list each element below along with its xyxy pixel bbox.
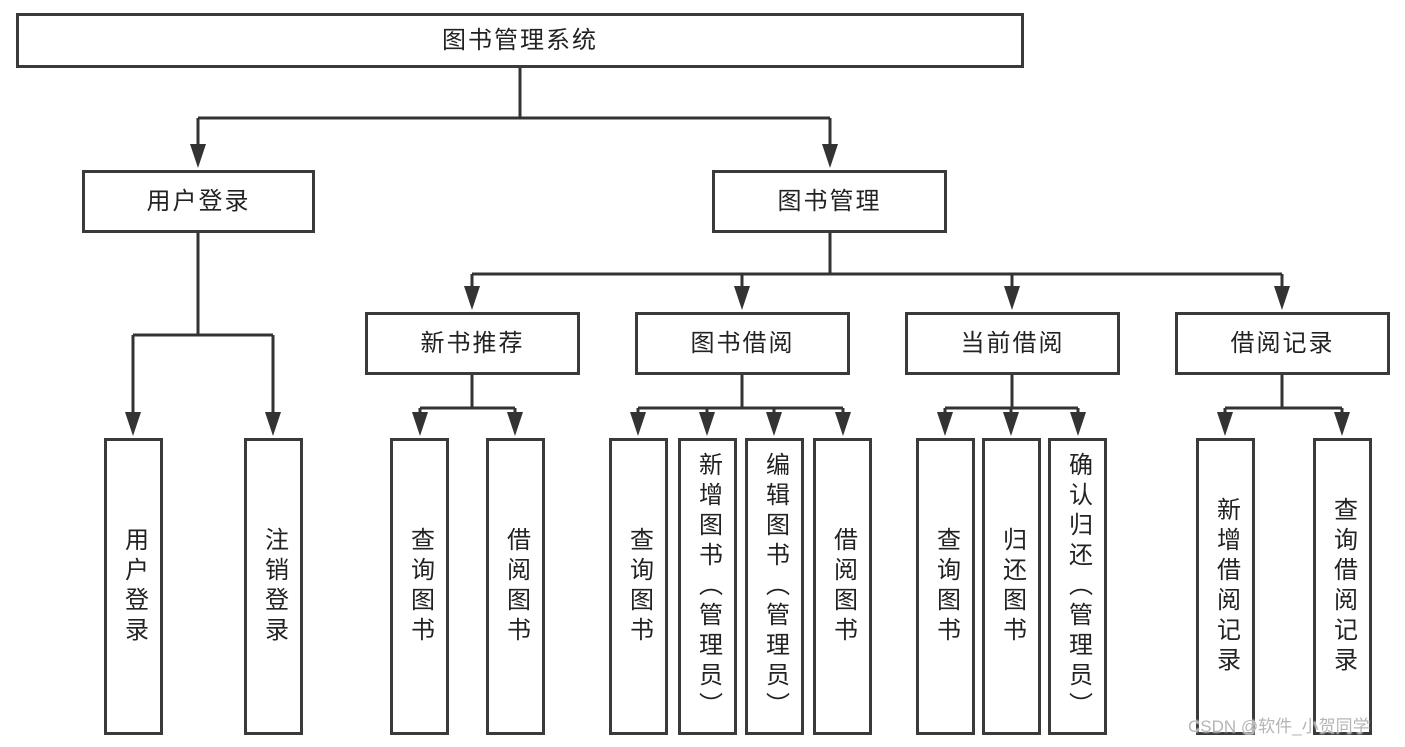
node-current-borrow: 当前借阅 (905, 312, 1120, 375)
node-book-management: 图书管理 (712, 170, 947, 233)
leaf-borrow-books-recommend: 借阅图书 (486, 438, 545, 735)
leaf-query-books-borrow: 查询图书 (609, 438, 668, 735)
leaf-user-login: 用户登录 (104, 438, 163, 735)
leaf-return-books: 归还图书 (982, 438, 1041, 735)
leaf-query-books-recommend: 查询图书 (390, 438, 449, 735)
csdn-watermark: CSDN @软件_小贺同学 (1188, 717, 1370, 736)
leaf-query-books-current: 查询图书 (916, 438, 975, 735)
leaf-confirm-return-admin: 确认归还（管理员） (1048, 438, 1107, 735)
leaf-query-borrow-record: 查询借阅记录 (1313, 438, 1372, 735)
node-library-management-system: 图书管理系统 (16, 13, 1024, 68)
leaf-add-books-admin: 新增图书（管理员） (678, 438, 737, 735)
leaf-edit-books-admin: 编辑图书（管理员） (745, 438, 804, 735)
leaf-logout: 注销登录 (244, 438, 303, 735)
arrowheads (125, 144, 1350, 436)
node-book-borrow: 图书借阅 (635, 312, 850, 375)
leaf-borrow-books: 借阅图书 (813, 438, 872, 735)
node-borrow-records: 借阅记录 (1175, 312, 1390, 375)
node-new-book-recommend: 新书推荐 (365, 312, 580, 375)
leaf-add-borrow-record: 新增借阅记录 (1196, 438, 1255, 735)
node-user-login: 用户登录 (82, 170, 315, 233)
